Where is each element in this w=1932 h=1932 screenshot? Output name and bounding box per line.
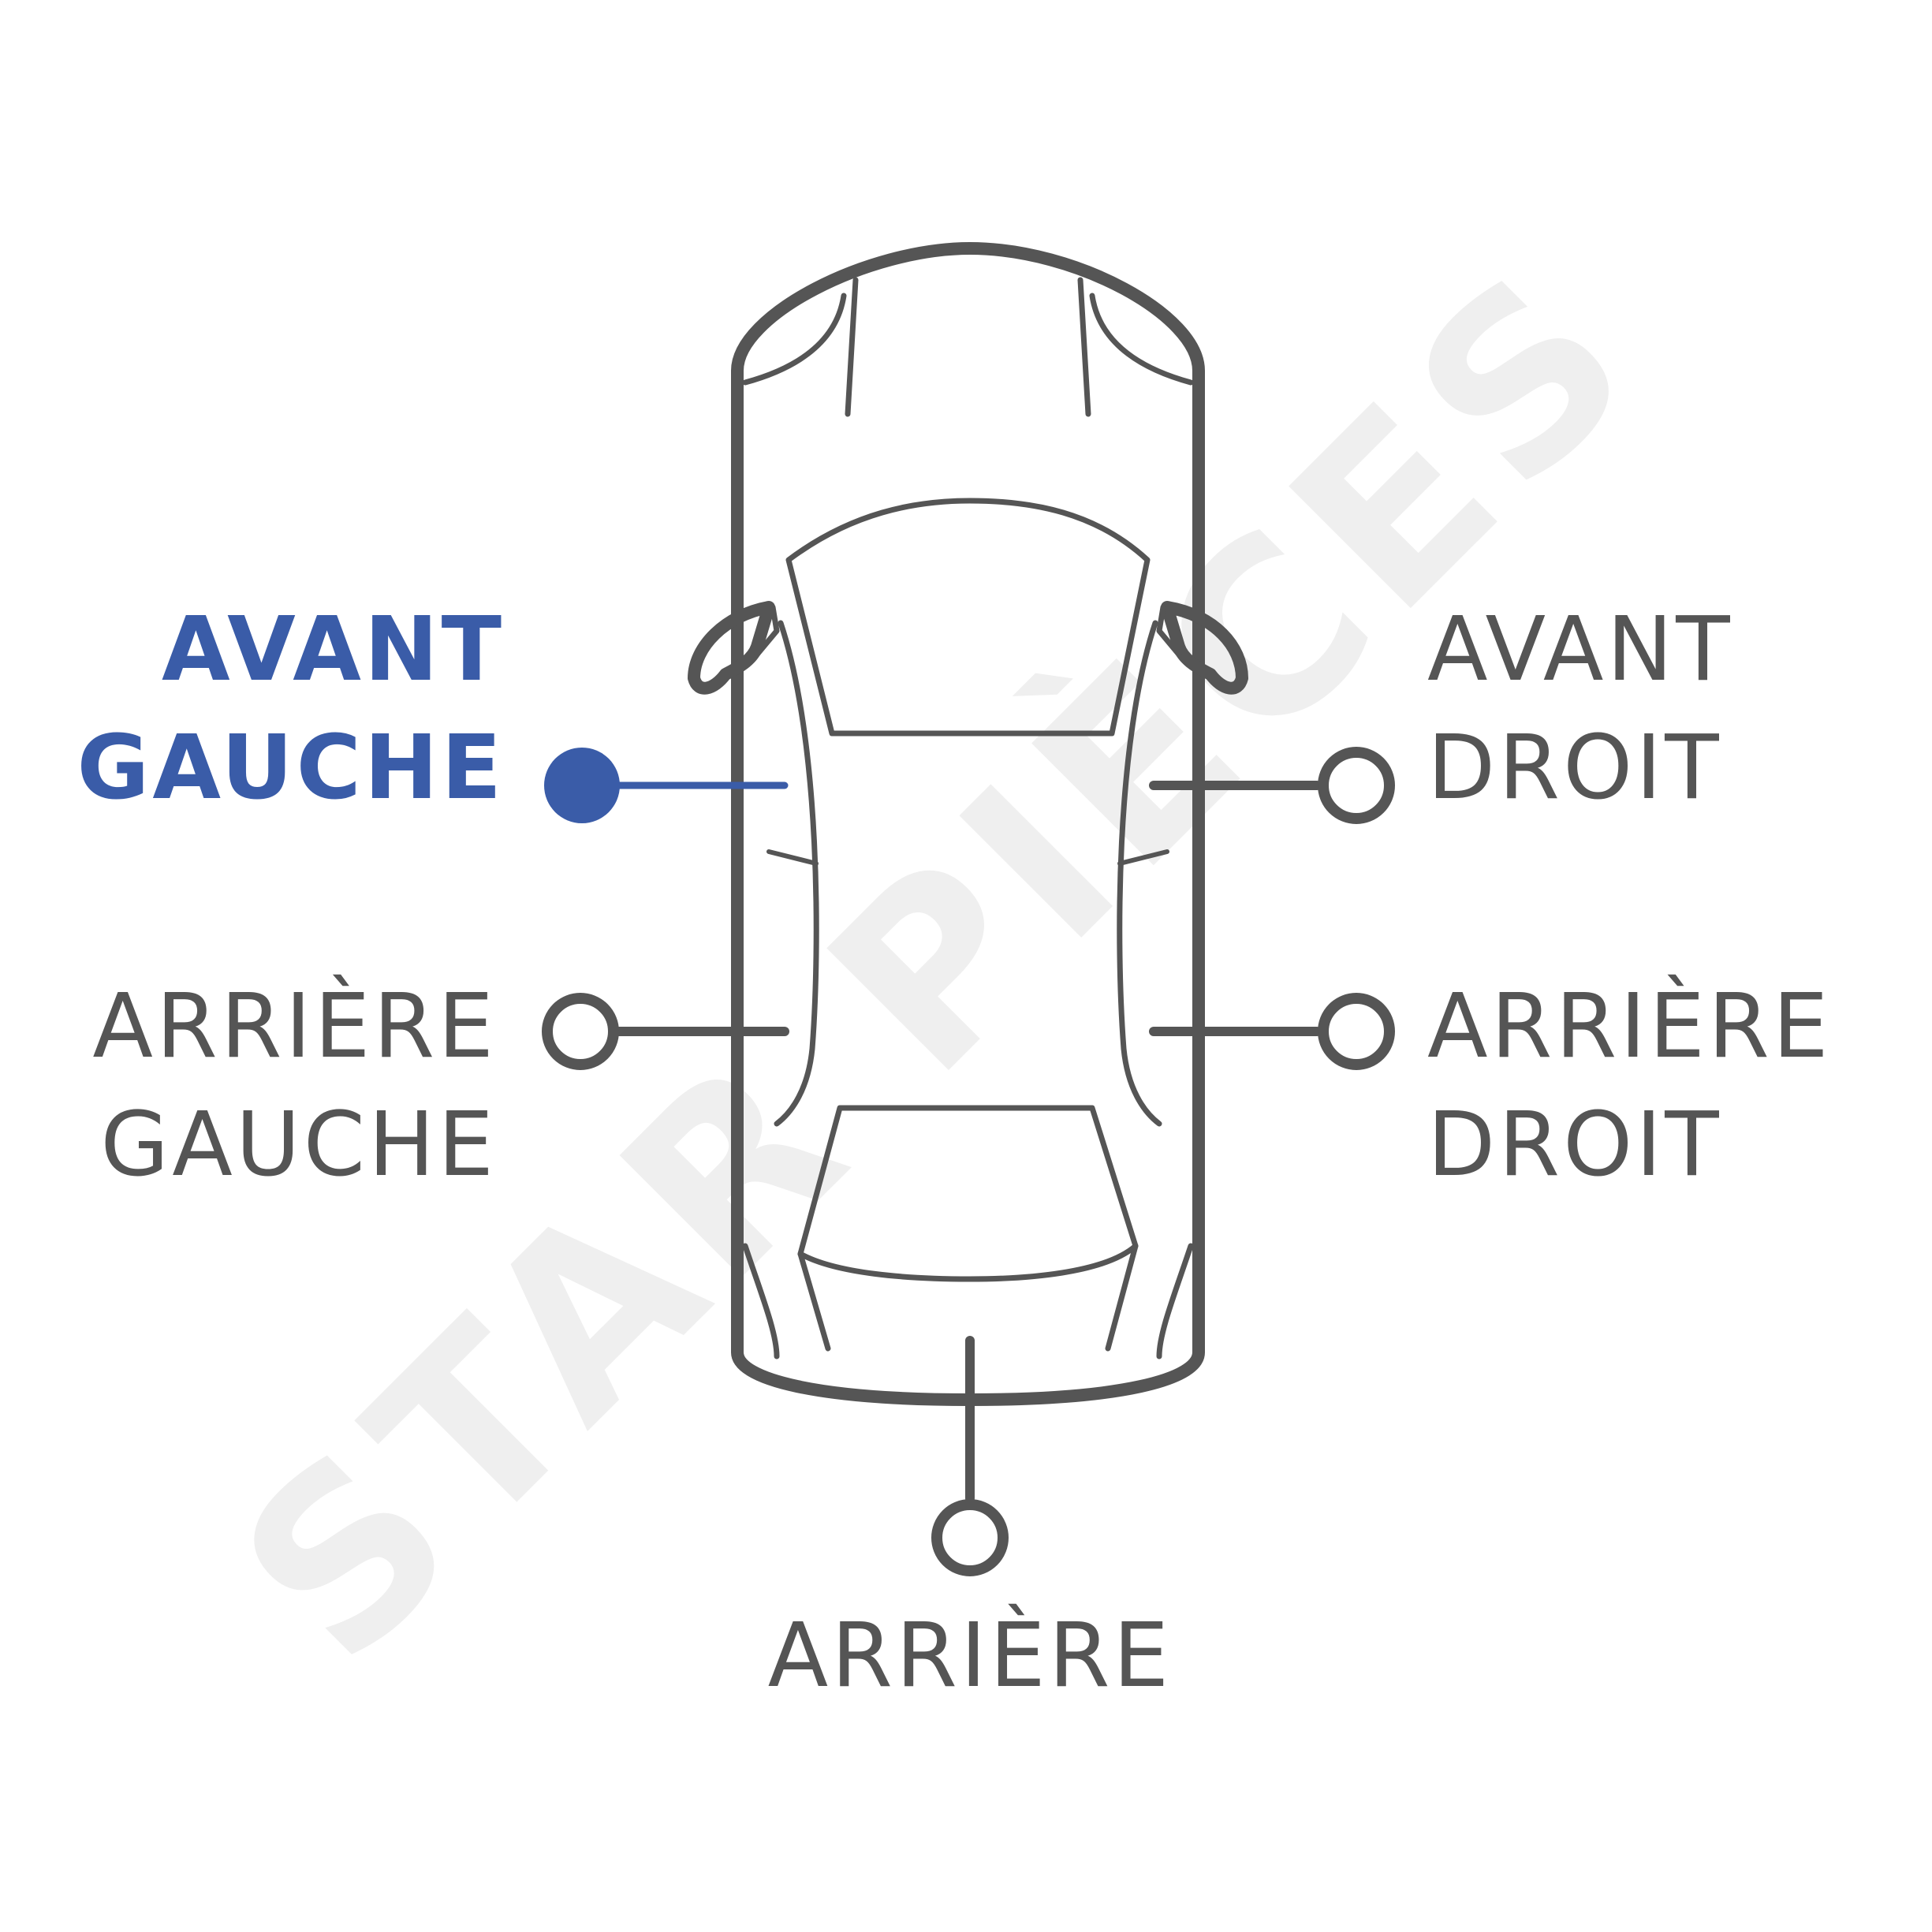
hood-line-left bbox=[845, 277, 859, 417]
door-line-left bbox=[774, 620, 819, 1127]
door-line-right bbox=[1117, 620, 1162, 1127]
mirror-right-inner bbox=[1156, 604, 1182, 658]
label-rear-right[interactable]: ARRIÈRE DROIT bbox=[1427, 974, 1832, 1196]
car-body-outline bbox=[731, 242, 1205, 1406]
marker-front-left[interactable] bbox=[544, 748, 789, 823]
label-rear-left[interactable]: ARRIÈRE GAUCHE bbox=[92, 974, 497, 1196]
label-rear-left-line2[interactable]: GAUCHE bbox=[100, 1094, 497, 1196]
taillight-left bbox=[742, 1243, 780, 1359]
label-rear[interactable]: ARRIÈRE bbox=[768, 1603, 1173, 1707]
watermark: STAR PIÈCES bbox=[188, 212, 1690, 1714]
label-front-left-line1[interactable]: AVANT bbox=[162, 599, 505, 701]
car-top-view-illustration bbox=[688, 242, 1248, 1406]
trunk-line-right bbox=[1105, 1243, 1139, 1352]
label-front-right-line1[interactable]: AVANT bbox=[1427, 599, 1733, 701]
mirror-left-inner bbox=[754, 604, 780, 658]
rear-window bbox=[797, 1105, 1139, 1282]
marker-rear[interactable] bbox=[931, 1336, 1009, 1576]
label-rear-left-line1[interactable]: ARRIÈRE bbox=[92, 974, 497, 1078]
label-front-right-line2[interactable]: DROIT bbox=[1427, 717, 1722, 819]
headlight-left bbox=[742, 293, 847, 386]
marker-front-right[interactable] bbox=[1149, 747, 1395, 824]
taillight-right bbox=[1156, 1243, 1194, 1359]
label-front-right[interactable]: AVANT DROIT bbox=[1427, 599, 1733, 819]
trunk-line-left bbox=[797, 1251, 831, 1352]
label-rear-right-line1[interactable]: ARRIÈRE bbox=[1427, 974, 1832, 1078]
watermark-text: STAR PIÈCES bbox=[188, 212, 1690, 1714]
radio-marker-rear-left[interactable] bbox=[542, 993, 619, 1070]
door-handle-right bbox=[1117, 849, 1169, 866]
headlight-right bbox=[1089, 293, 1194, 386]
mirror-left bbox=[688, 601, 775, 695]
radio-marker-rear[interactable] bbox=[931, 1499, 1009, 1576]
label-rear-right-line2[interactable]: DROIT bbox=[1427, 1094, 1722, 1196]
radio-marker-rear-right[interactable] bbox=[1318, 993, 1395, 1070]
marker-rear-right[interactable] bbox=[1149, 993, 1395, 1070]
windshield bbox=[785, 498, 1151, 737]
radio-marker-front-right[interactable] bbox=[1318, 747, 1395, 824]
door-handle-left bbox=[766, 849, 819, 866]
marker-rear-left[interactable] bbox=[542, 993, 789, 1070]
label-front-left-line2[interactable]: GAUCHE bbox=[76, 717, 505, 819]
hood-line-right bbox=[1077, 277, 1091, 417]
mirror-right bbox=[1161, 601, 1248, 695]
label-rear-line1[interactable]: ARRIÈRE bbox=[768, 1603, 1173, 1707]
label-front-left[interactable]: AVANT GAUCHE bbox=[76, 599, 505, 819]
radio-marker-front-left[interactable] bbox=[544, 748, 620, 823]
